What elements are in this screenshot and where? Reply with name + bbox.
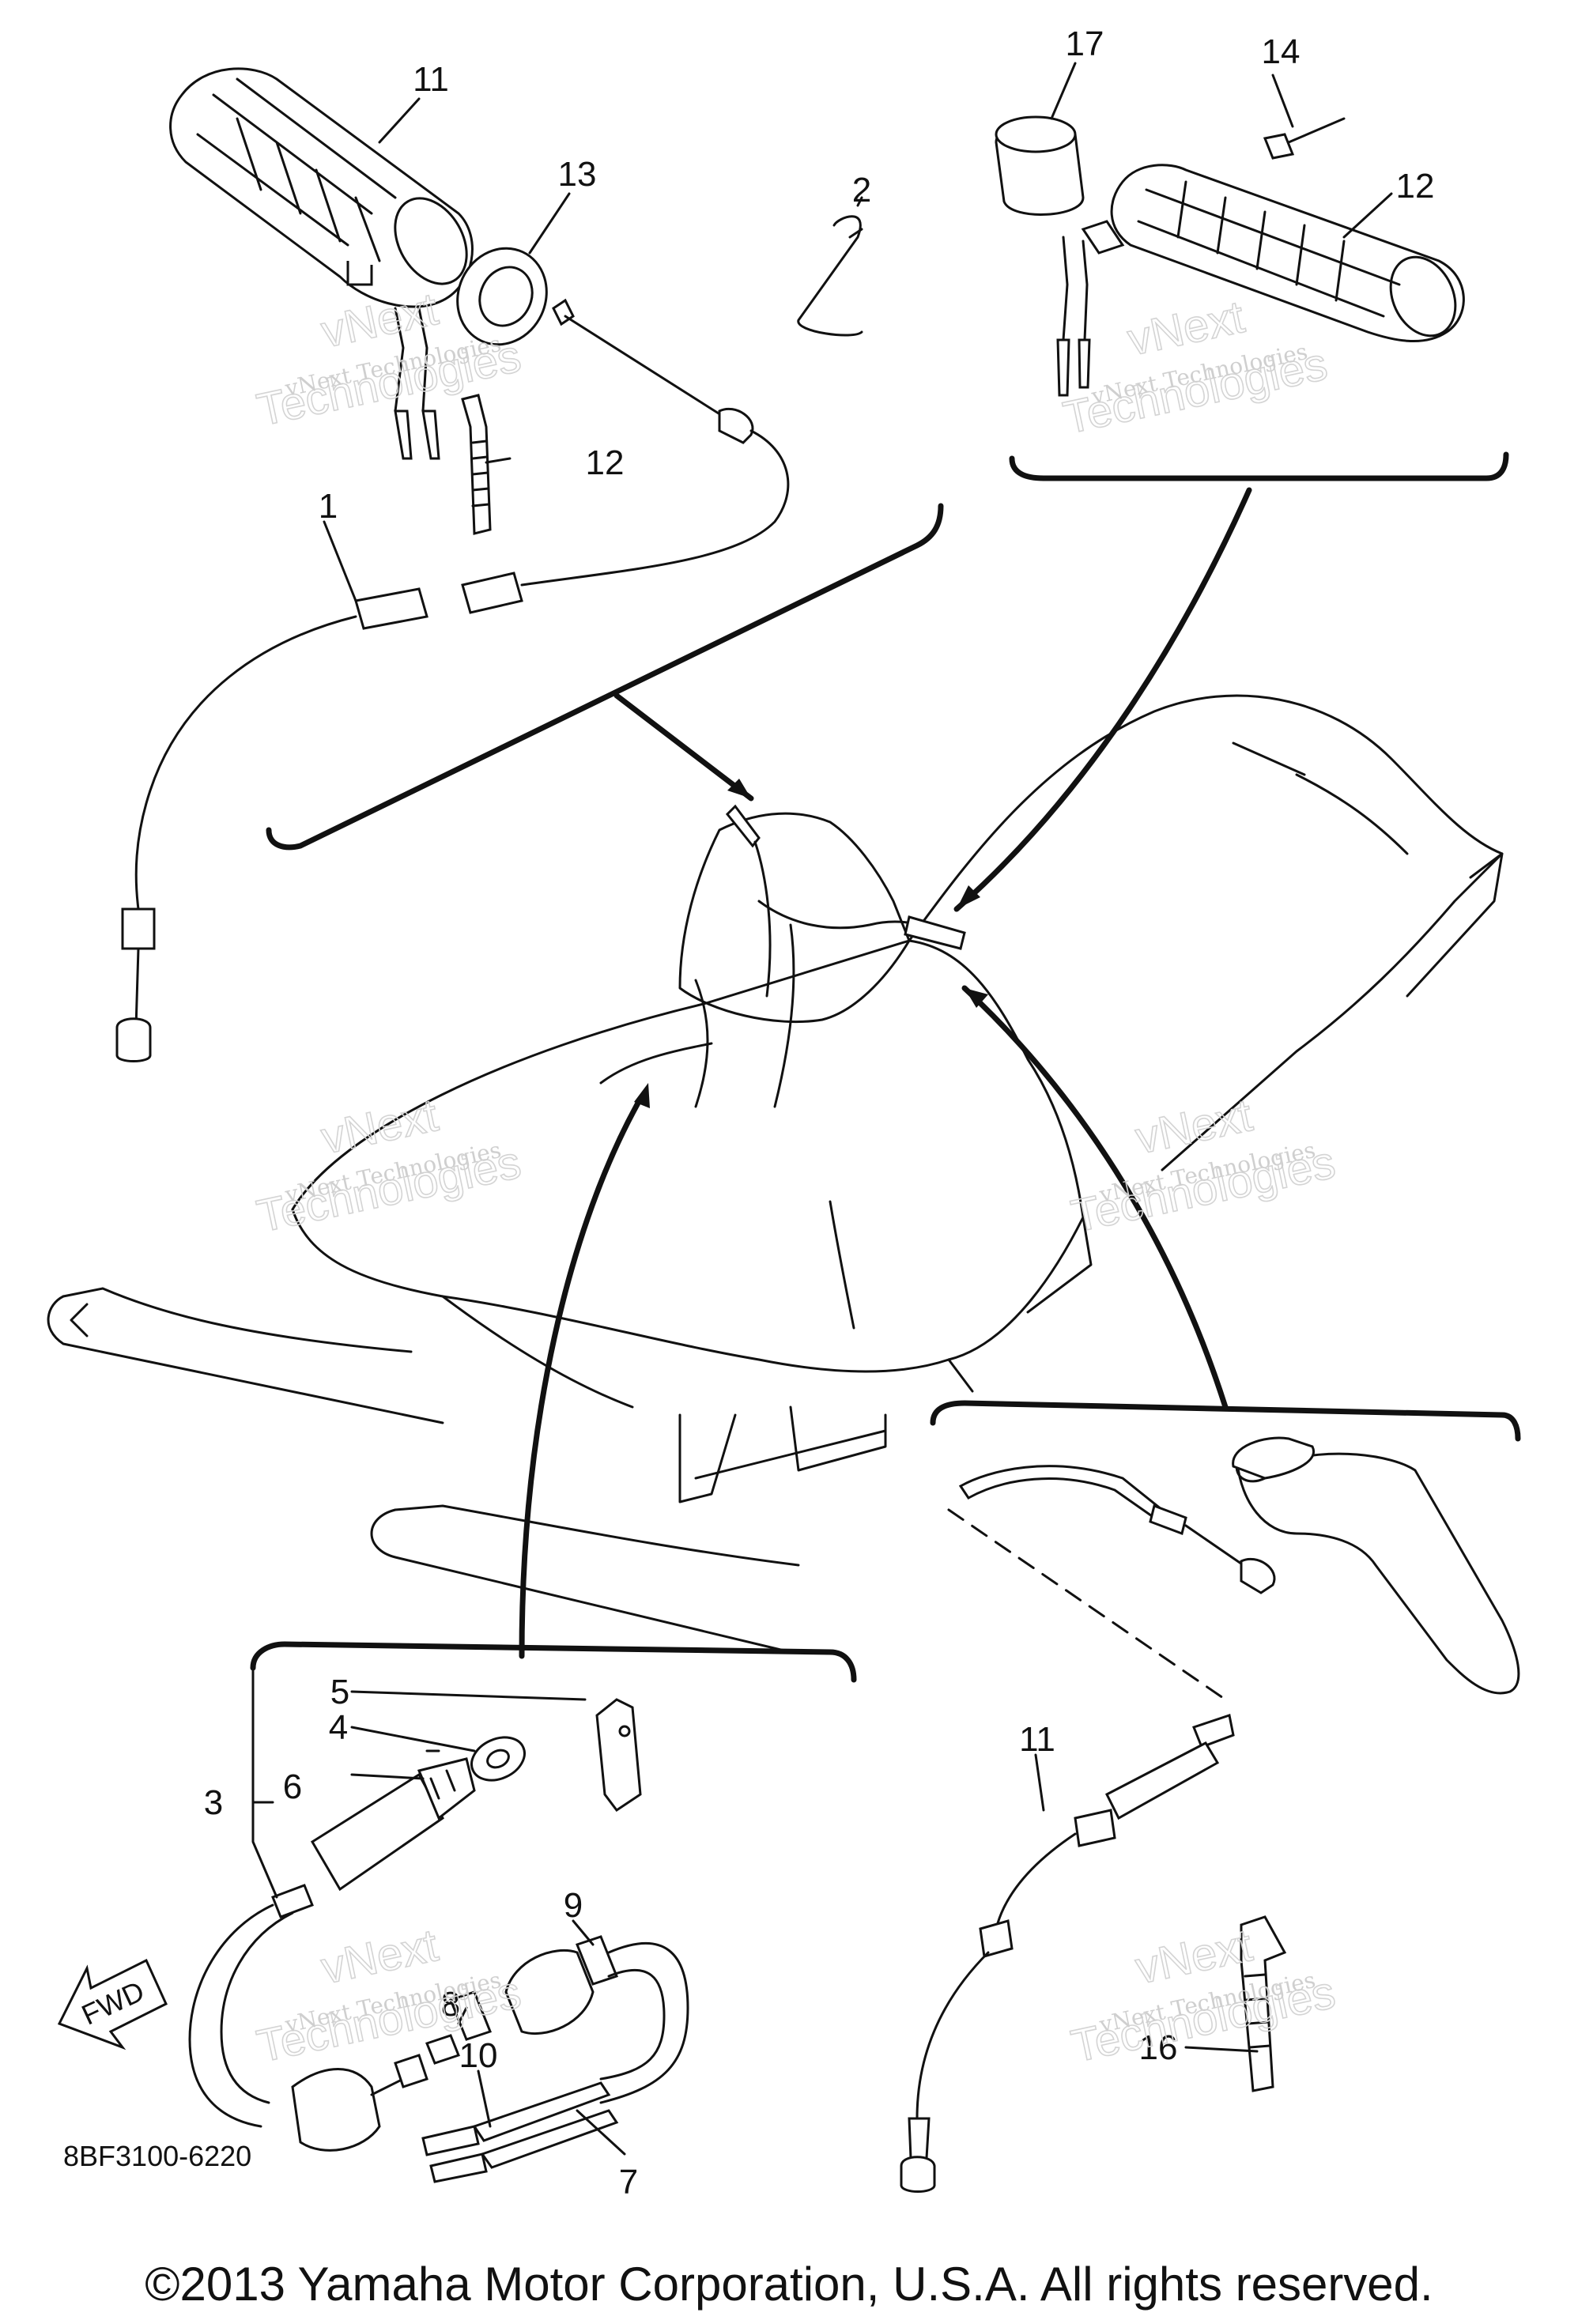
grip-left-part xyxy=(169,67,474,460)
throttle-cable-part xyxy=(115,298,790,1062)
label-part-10: 10 xyxy=(459,2036,498,2075)
label-part-2: 2 xyxy=(852,171,871,209)
label-part-7: 7 xyxy=(619,2163,638,2201)
label-leaders xyxy=(251,62,1393,2156)
brake-lever-part xyxy=(1232,1436,1520,1695)
watermark-4: vNext Technologies vNext Technologies xyxy=(1066,1088,1340,1243)
grip-right-part xyxy=(1056,164,1465,397)
clip-part xyxy=(797,215,863,337)
drawing-code: 8BF3100-6220 xyxy=(63,2140,251,2172)
label-part-12-right: 12 xyxy=(1396,167,1435,206)
label-part-5: 5 xyxy=(330,1673,349,1711)
cable-tie-part xyxy=(461,394,492,535)
label-part-16: 16 xyxy=(1139,2028,1178,2067)
brake-cable-lower-part xyxy=(900,1714,1235,2193)
snowmobile-illustration xyxy=(47,694,1504,1654)
forward-arrow-icon: FWD xyxy=(57,1958,168,2050)
label-part-1: 1 xyxy=(319,487,338,526)
copyright-notice: ©2013 Yamaha Motor Corporation, U.S.A. A… xyxy=(145,2258,1433,2311)
bracket-part xyxy=(595,1698,642,1813)
label-part-3: 3 xyxy=(204,1783,223,1822)
label-part-17: 17 xyxy=(1066,25,1104,63)
label-part-14: 13 xyxy=(558,155,597,194)
label-part-13: 12 xyxy=(586,443,625,482)
switch-part xyxy=(310,1749,476,1892)
label-part-11: 11 xyxy=(1019,1720,1055,1759)
screw-part xyxy=(1263,117,1346,160)
brake-cable-upper-part xyxy=(958,1465,1276,1594)
switch-wire-harness-part xyxy=(188,1884,689,2183)
group-brackets xyxy=(250,451,1521,1683)
dashed-leader-line xyxy=(947,1508,1227,1701)
nut-part xyxy=(470,1736,526,1782)
part-number-labels: 11 13 12 1 2 17 14 12 11 16 5 4 3 6 9 8 … xyxy=(63,25,1434,2201)
end-cap-part xyxy=(995,115,1085,216)
watermark-3: vNext Technologies vNext Technologies xyxy=(252,1088,526,1243)
label-part-15: 14 xyxy=(1262,32,1301,71)
ring-part xyxy=(456,247,548,346)
label-part-9: 9 xyxy=(564,1886,583,1925)
label-part-4: 4 xyxy=(329,1708,348,1747)
label-part-12-left: 11 xyxy=(413,60,449,99)
label-part-8: 8 xyxy=(441,1985,460,2024)
cable-tie-right-part xyxy=(1240,1915,1287,2092)
label-part-6: 6 xyxy=(283,1768,302,1806)
